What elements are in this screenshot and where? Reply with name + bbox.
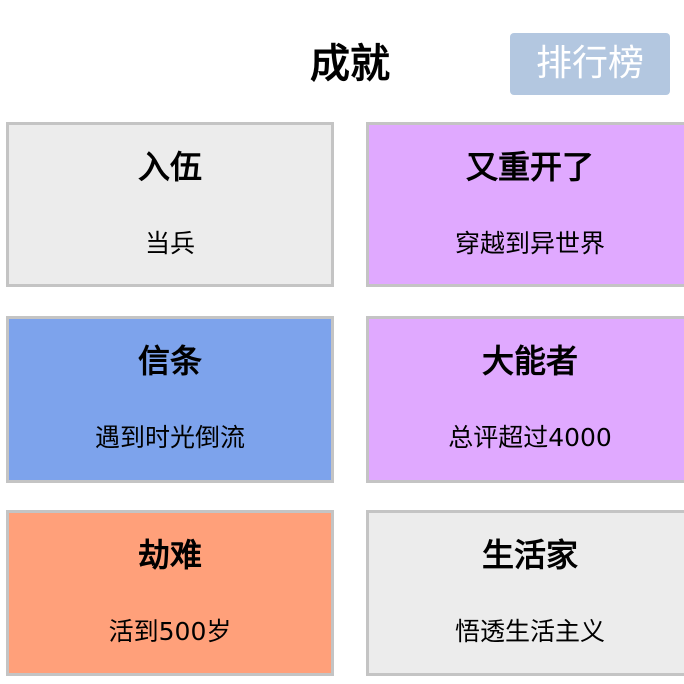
achievement-description: 遇到时光倒流 <box>94 423 245 452</box>
achievement-title: 信条 <box>137 342 202 380</box>
achievement-card[interactable]: 生活家 悟透生活主义 <box>366 510 684 676</box>
achievement-description: 穿越到异世界 <box>454 229 605 258</box>
achievement-title: 大能者 <box>481 342 578 380</box>
leaderboard-button[interactable]: 排行榜 <box>510 33 670 95</box>
achievement-title: 入伍 <box>137 148 202 186</box>
achievement-card[interactable]: 信条 遇到时光倒流 <box>6 316 334 483</box>
achievement-title: 又重开了 <box>465 148 594 186</box>
achievement-description: 活到500岁 <box>108 617 232 646</box>
achievement-card[interactable]: 劫难 活到500岁 <box>6 510 334 676</box>
achievement-description: 总评超过4000 <box>448 423 612 452</box>
achievement-card[interactable]: 又重开了 穿越到异世界 <box>366 122 684 287</box>
page-title: 成就 <box>310 41 390 87</box>
achievement-description: 悟透生活主义 <box>454 617 605 646</box>
achievement-title: 劫难 <box>137 536 202 574</box>
achievement-card[interactable]: 大能者 总评超过4000 <box>366 316 684 483</box>
achievement-card[interactable]: 入伍 当兵 <box>6 122 334 287</box>
achievement-description: 当兵 <box>144 229 195 258</box>
achievement-title: 生活家 <box>481 536 578 574</box>
